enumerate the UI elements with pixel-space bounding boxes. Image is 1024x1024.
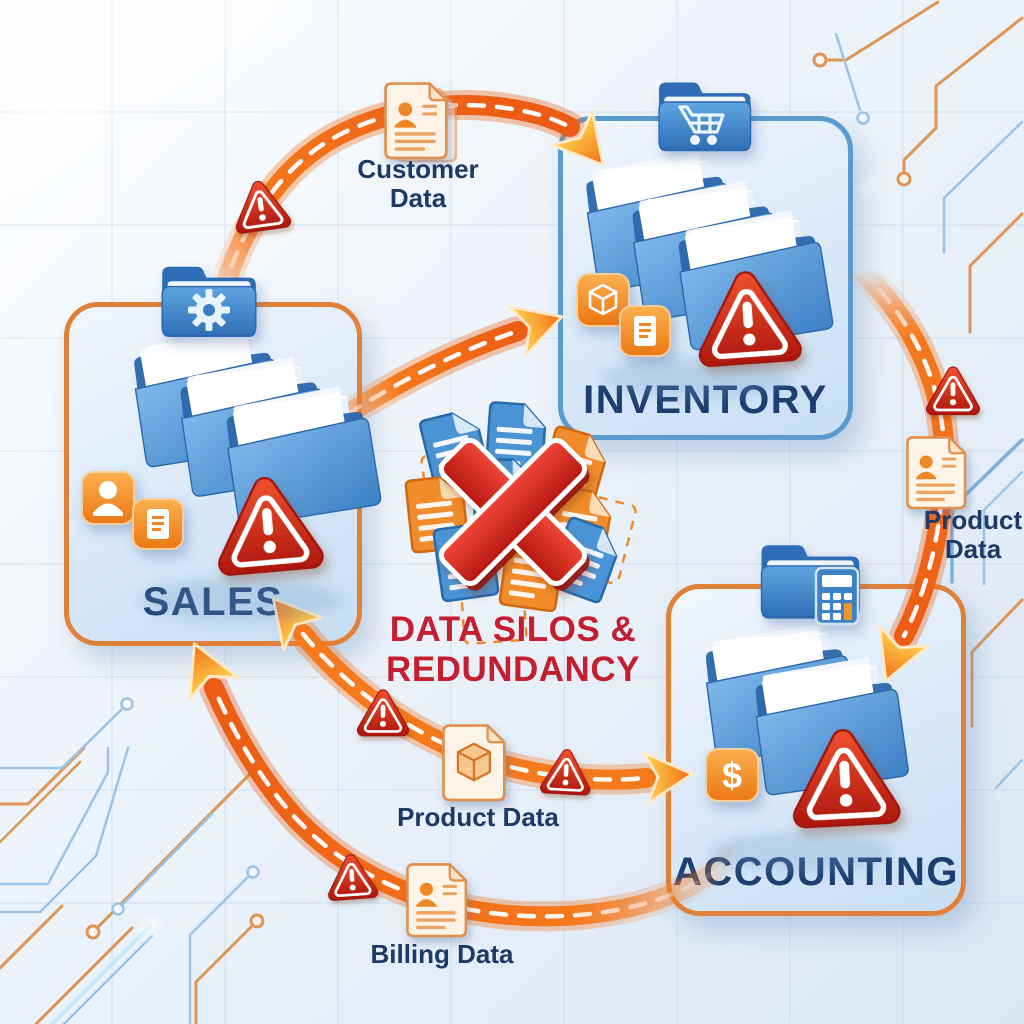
center-title-line2: REDUNDANCY xyxy=(386,649,640,689)
product-data-label-right: Product Data xyxy=(923,505,1023,565)
light-streak xyxy=(0,0,300,190)
customer-data-label: Customer Data xyxy=(357,154,479,214)
inventory-box: INVENTORY xyxy=(558,116,853,440)
billing-data-label: Billing Data xyxy=(370,939,514,969)
center-title-line1: DATA SILOS & xyxy=(389,610,637,649)
accounting-label: ACCOUNTING xyxy=(672,850,960,894)
inventory-label: INVENTORY xyxy=(583,378,828,422)
sales-label: SALES xyxy=(142,580,284,624)
accounting-box: ACCOUNTING xyxy=(666,584,966,916)
sales-box: SALES xyxy=(64,302,362,646)
product-data-label-bottom: Product Data xyxy=(397,802,559,832)
center-title: DATA SILOS & REDUNDANCY xyxy=(318,610,708,690)
